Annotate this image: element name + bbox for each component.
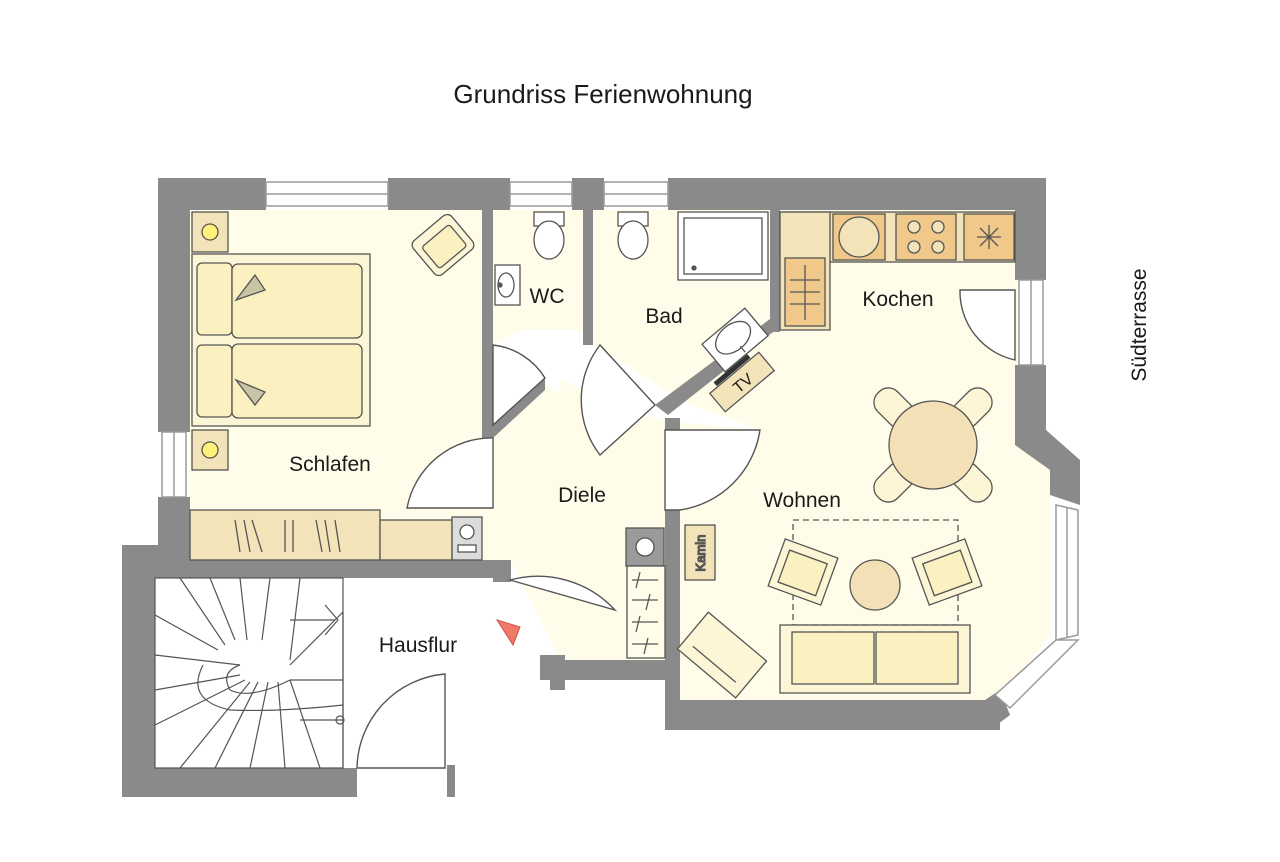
room-label-diele: Diele [558,484,606,507]
labels: Grundriss Ferienwohnung Schlafen WC Bad … [289,79,1151,657]
lamp-icon [201,441,219,459]
armchair-left [767,538,839,606]
wall-wc-bad [583,210,593,345]
wall-left-upper [158,178,190,432]
wall-bay-top [1015,430,1080,505]
armchair-right [911,538,983,606]
wall-wohnen-left [665,510,680,730]
room-label-kochen: Kochen [862,288,933,311]
sink-wc [494,264,521,306]
coffee-table [849,559,901,611]
kitchen-furniture [779,211,1016,331]
lamp-icon [201,223,219,241]
side-table [676,611,768,699]
wall-diele-left-stub [493,560,511,582]
room-label-hausflur: Hausflur [379,634,457,657]
armchair-bedroom [411,213,475,277]
dining-table [888,400,978,490]
door-schlafen [406,437,494,509]
wall-right-mid [1015,365,1046,445]
staircase [154,577,345,769]
wall-top-mid-1 [388,178,510,210]
wall-schlafen-bottom [155,560,495,578]
door-wohnen [664,429,761,511]
hall-wardrobe [625,527,666,659]
sanitary-fixtures [494,211,769,373]
cabinet-bedroom [379,519,453,561]
wall-hausflur-bottom-stub [447,765,455,797]
wall-top-mid-2 [572,178,604,210]
wall-kitchen-left [770,210,780,332]
room-label-schlafen: Schlafen [289,453,371,476]
wall-right-upper [1015,178,1046,280]
dining-set [873,387,993,503]
room-label-wc: WC [530,285,565,308]
tv-unit: TV [708,351,776,413]
wall-hausflur-left [122,545,155,797]
wall-schlafen-wc [482,210,493,438]
door-wc [492,344,546,427]
toilet-wc [533,211,565,260]
wall-hausflur-bottom [122,768,357,797]
wall-wohnen-bottom [665,700,1000,730]
doors [356,289,1016,769]
wall-left-lower [158,497,190,545]
door-hausflur [356,673,446,769]
room-label-wohnen: Wohnen [763,489,841,512]
walls [122,178,1080,797]
door-kochen-terrace [959,289,1016,361]
room-label-bad: Bad [645,305,682,328]
wall-diele-bottom [555,660,680,680]
wall-top-right [668,178,1046,210]
door-bad [580,343,656,457]
wall-entrance-stub [540,655,565,690]
wall-wc-diagonal [493,378,545,438]
entrance-arrow-icon [495,619,521,647]
window-bay-diagonal [993,639,1080,710]
toilet-bad [617,211,649,260]
fireplace [684,524,716,581]
windows [161,181,1080,710]
wall-diele-right-stub [665,418,680,432]
plan-title: Grundriss Ferienwohnung [453,79,752,109]
door-entrance [507,575,618,612]
kamin-label: Kamin [693,535,708,572]
shower-tray [677,211,769,281]
bedroom-furniture [189,211,483,561]
sink-bad [701,307,769,373]
terrace-label: Südterrasse [1128,268,1151,381]
living-furniture: Kamin [676,519,983,699]
stove [895,213,957,261]
